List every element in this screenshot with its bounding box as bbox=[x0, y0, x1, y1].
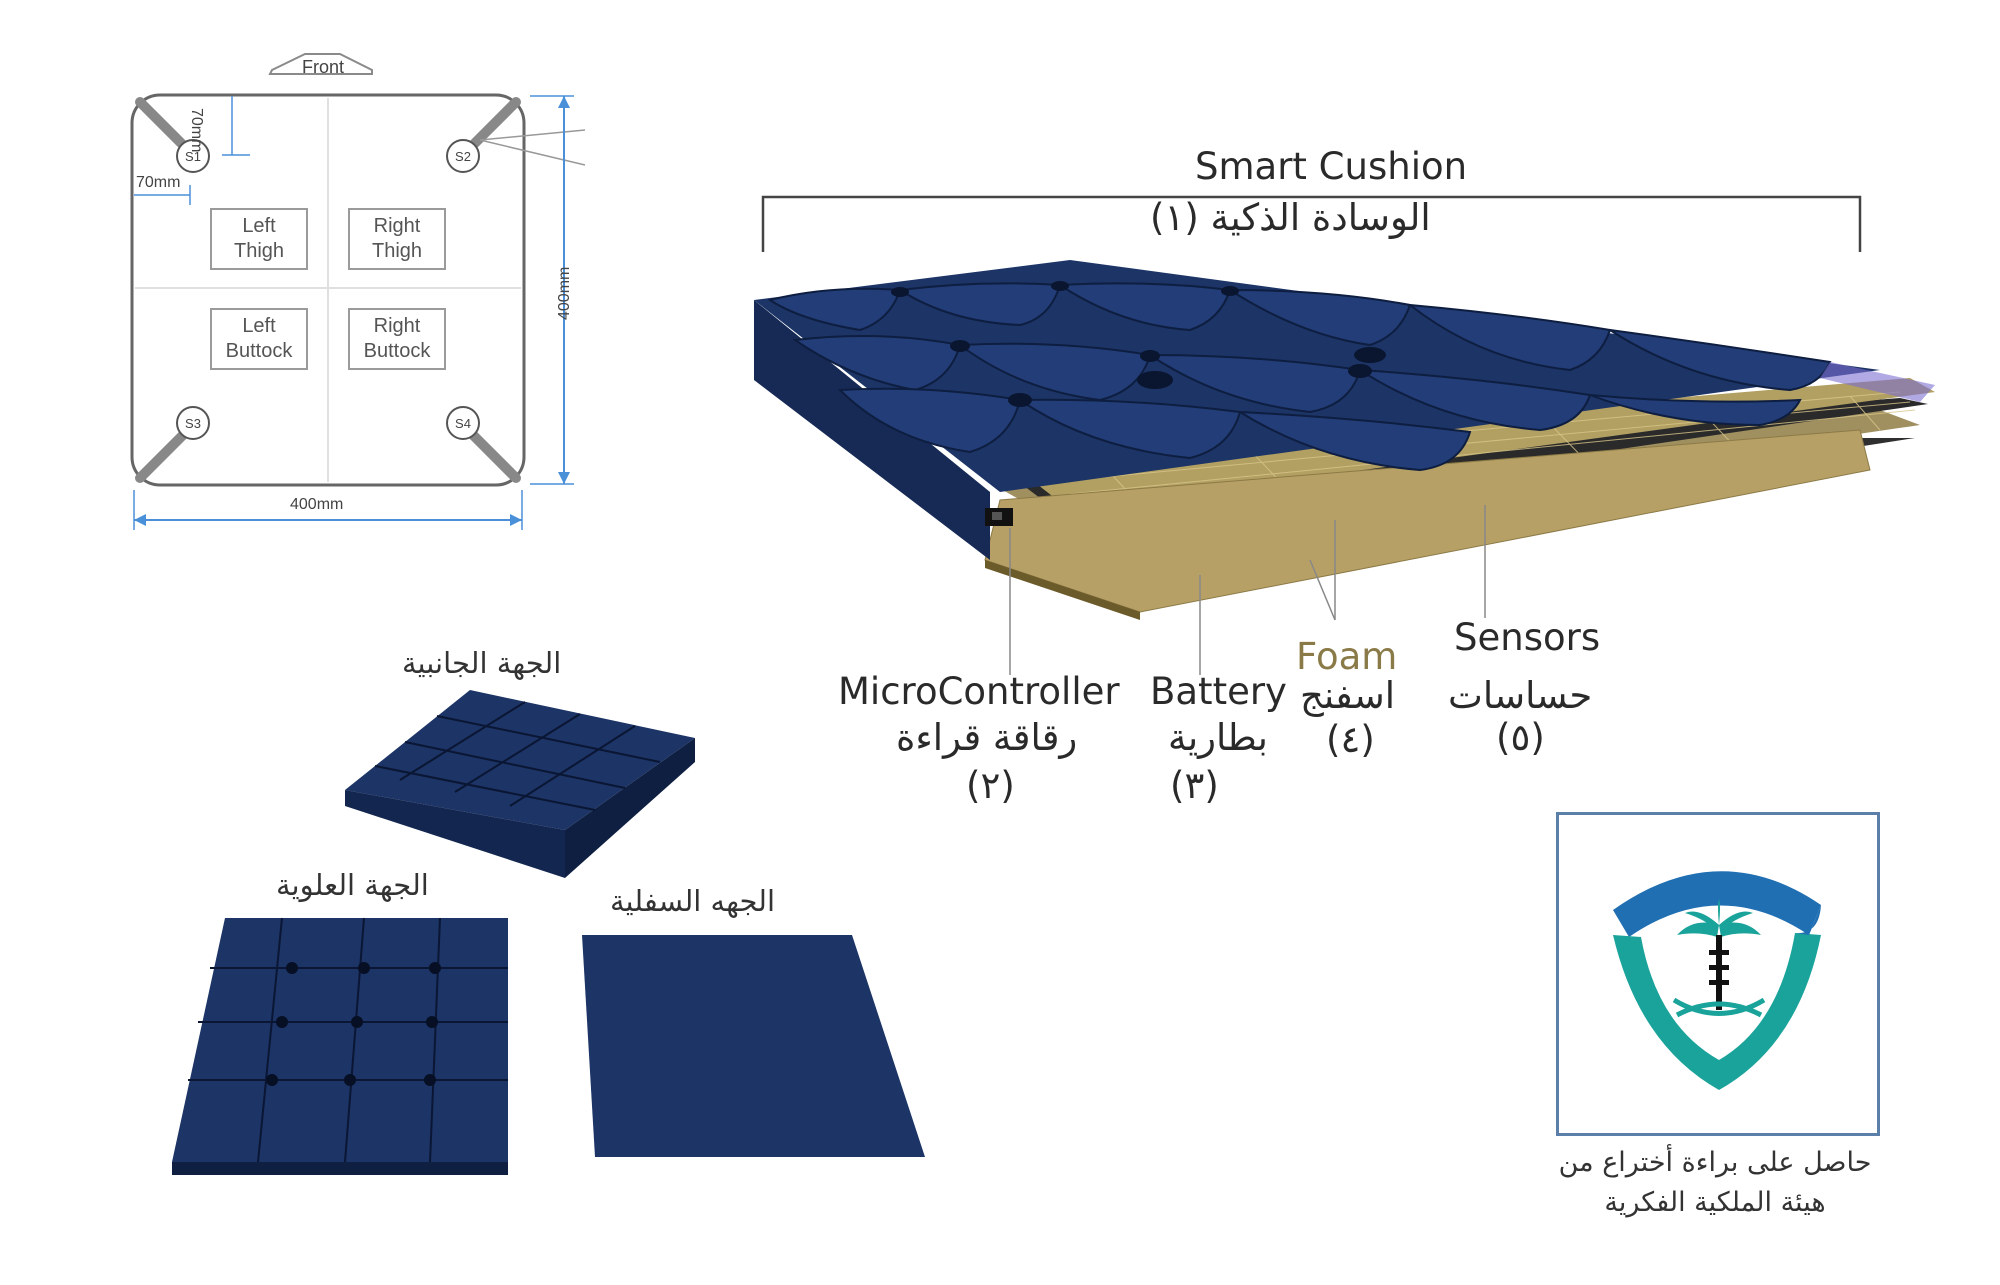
patent-line-2: هيئة الملكية الفكرية bbox=[1604, 1187, 1826, 1218]
title-en: Smart Cushion bbox=[1195, 145, 1468, 188]
component-microcontroller-ar: رقاقة قراءة bbox=[896, 716, 1078, 759]
zone-left-buttock: Left Buttock bbox=[210, 308, 308, 370]
palm-tree-icon bbox=[1677, 899, 1761, 937]
sensor-s4-marker: S4 bbox=[446, 406, 480, 440]
quilt-panels bbox=[767, 282, 1832, 472]
label-side-view: الجهة الجانبية bbox=[402, 646, 562, 680]
zone-left-thigh: Left Thigh bbox=[210, 208, 308, 270]
label-bottom-view: الجهه السفلية bbox=[610, 884, 776, 918]
front-arrow-icon bbox=[268, 53, 373, 75]
title-bracket bbox=[761, 195, 1862, 252]
component-battery-en: Battery bbox=[1150, 670, 1287, 713]
sensor-s2-marker: S2 bbox=[446, 139, 480, 173]
component-battery-num: (٣) bbox=[1170, 764, 1219, 807]
component-microcontroller-num: (٢) bbox=[966, 764, 1015, 807]
patent-line-1: حاصل على براءة أختراع من bbox=[1558, 1147, 1872, 1178]
zone-right-thigh: Right Thigh bbox=[348, 208, 446, 270]
bottom-view-cushion bbox=[582, 935, 925, 1157]
zone-right-buttock: Right Buttock bbox=[348, 308, 446, 370]
label-top-view: الجهة العلوية bbox=[276, 868, 429, 902]
tufting-buttons bbox=[891, 281, 1386, 407]
cushion-side-face bbox=[754, 300, 990, 560]
component-foam-ar: اسفنج bbox=[1300, 674, 1396, 717]
component-battery-ar: بطارية bbox=[1168, 716, 1268, 759]
swords-icon bbox=[1672, 997, 1766, 1018]
component-sensors-ar: حساسات bbox=[1448, 674, 1593, 717]
title-ar: الوسادة الذكية (١) bbox=[1150, 196, 1431, 239]
sensor-s3-marker: S3 bbox=[176, 406, 210, 440]
side-view-cushion bbox=[345, 690, 695, 878]
component-microcontroller-en: MicroController bbox=[838, 670, 1120, 713]
top-view-cushion bbox=[172, 917, 508, 1175]
component-foam-en: Foam bbox=[1296, 635, 1398, 678]
component-foam-num: (٤) bbox=[1326, 718, 1375, 761]
component-sensors-num: (٥) bbox=[1496, 716, 1545, 759]
sensor-s1-marker: S1 bbox=[176, 139, 210, 173]
dim-offset-horizontal: 70mm bbox=[136, 174, 181, 191]
dim-width: 400mm bbox=[290, 496, 344, 513]
component-sensors-en: Sensors bbox=[1454, 616, 1601, 659]
saudi-ip-authority-logo bbox=[1613, 871, 1821, 1090]
leader-foam-1 bbox=[1309, 559, 1336, 621]
front-label: Front bbox=[302, 57, 345, 77]
patent-logo-frame bbox=[1556, 812, 1880, 1136]
